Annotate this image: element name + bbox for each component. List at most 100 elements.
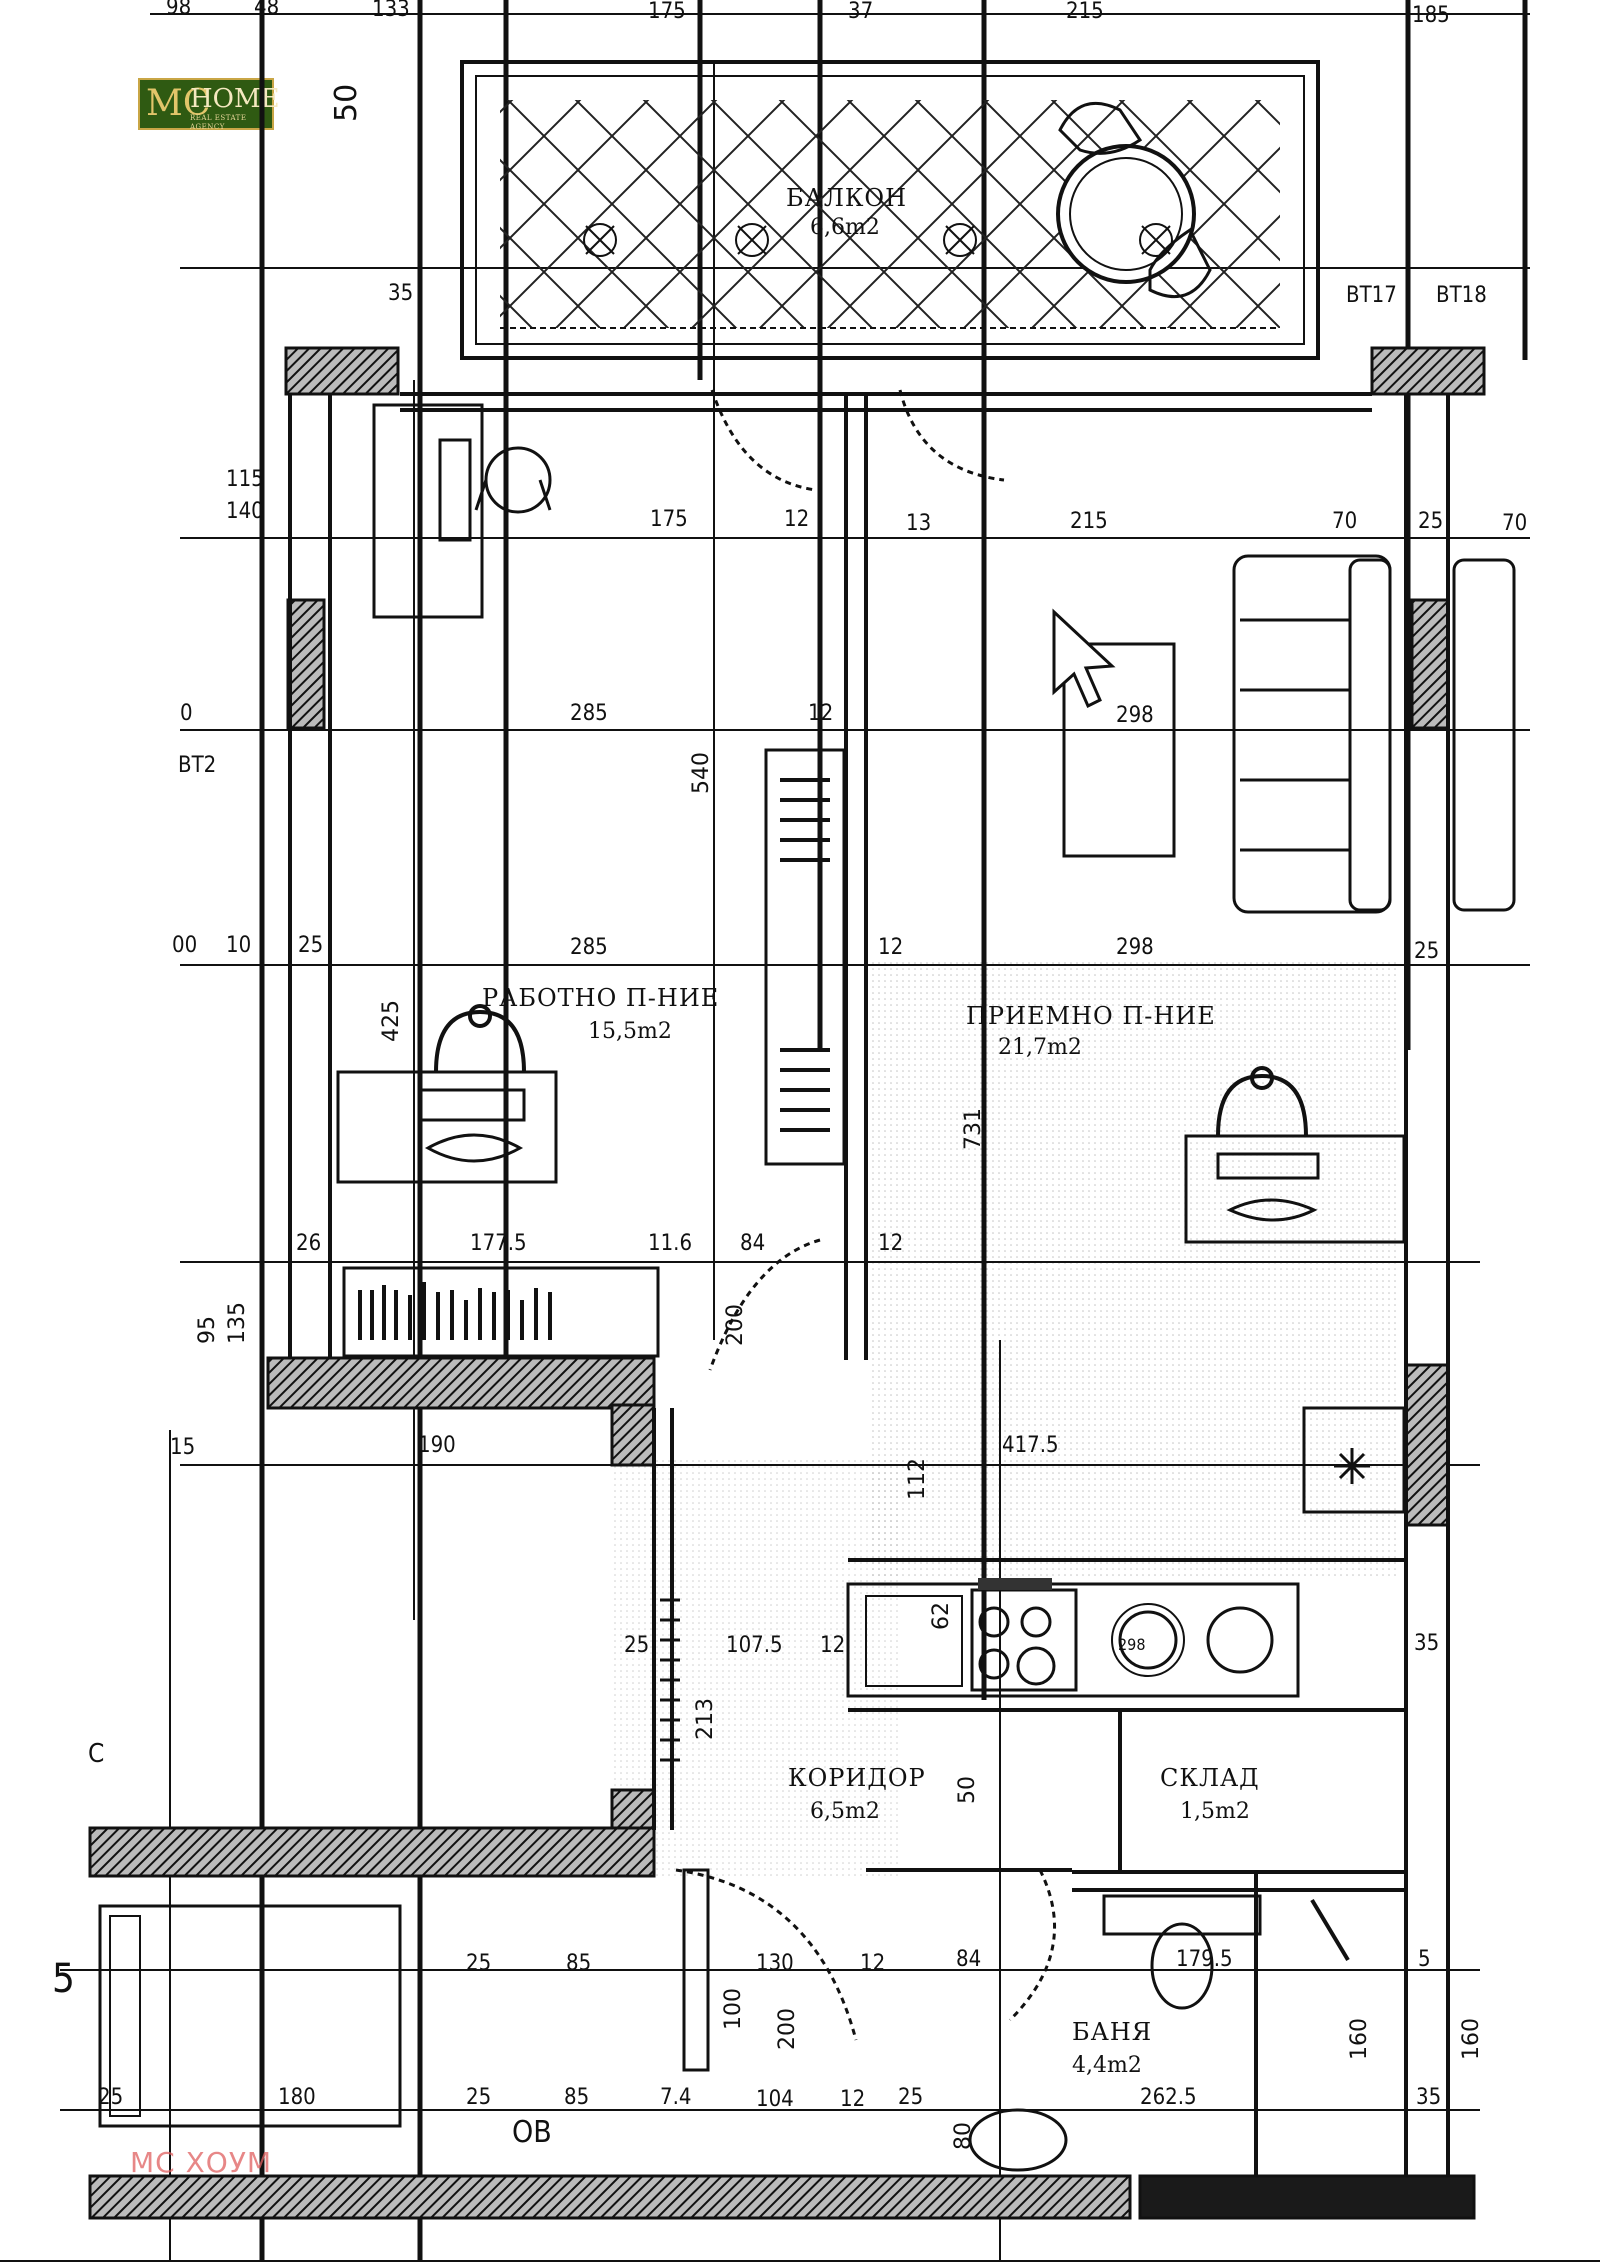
tag-bt18: BT18 <box>1436 283 1487 308</box>
corridor-area: 6,5m2 <box>810 1799 880 1824</box>
dim-v160a: 160 <box>1347 2018 1372 2060</box>
kitchen-counter <box>846 1582 1300 1698</box>
tag-bt2: BT2 <box>178 753 216 778</box>
dim-r7-1795: 179.5 <box>1176 1947 1233 1972</box>
dim-top-37: 37 <box>848 0 873 24</box>
balcony-name: БАЛКОН <box>786 184 907 212</box>
dim-r7-25: 25 <box>466 1951 491 1976</box>
dim-v540: 540 <box>689 752 714 794</box>
wall-living-right-column <box>1404 1363 1450 1527</box>
balcony-chairs <box>1058 101 1212 299</box>
dim-r1-13: 13 <box>906 511 931 536</box>
balcony-table <box>1056 144 1196 284</box>
dim-r3-00: 00 <box>172 933 197 958</box>
washing-machine-rim <box>1111 1603 1185 1677</box>
bath-name: БАНЯ <box>1072 2018 1152 2046</box>
wall-balcony-left-column <box>284 346 400 396</box>
dim-35: 35 <box>388 281 413 306</box>
dim-v425: 425 <box>379 1000 404 1042</box>
sofa <box>1232 554 1392 914</box>
wall-study-bottom <box>266 1356 656 1410</box>
balcony-table-inner <box>1069 157 1183 271</box>
neighbour-sofa <box>1452 558 1516 912</box>
dim-top-98: 98 <box>166 0 191 20</box>
tag-bt17: BT17 <box>1346 283 1397 308</box>
interior-walls <box>288 392 1450 2176</box>
dim-r2-285: 285 <box>570 701 608 726</box>
bath-sink-counter <box>1102 1894 1262 1936</box>
washing-machine <box>1118 1610 1178 1670</box>
wall-balcony-right-column <box>1370 346 1486 396</box>
dining-chair <box>1216 1066 1308 1137</box>
dim-95: 95 <box>195 1316 220 1344</box>
partition-books <box>780 778 830 1132</box>
fridge-mark <box>1334 1448 1370 1484</box>
dim-v160b: 160 <box>1459 2018 1484 2060</box>
dim-r3-285: 285 <box>570 935 608 960</box>
dim-r3-12: 12 <box>878 935 903 960</box>
dim-r6-35: 35 <box>1414 1631 1439 1656</box>
kitchen-cabinet <box>865 1595 963 1687</box>
dim-r7-12: 12 <box>860 1951 885 1976</box>
tag-ov: OB <box>512 2115 552 2150</box>
dim-r1-70a: 70 <box>1332 509 1357 534</box>
dim-r8-35: 35 <box>1416 2085 1441 2110</box>
dining-desk <box>1184 1134 1406 1244</box>
storage-name: СКЛАД <box>1160 1764 1260 1792</box>
dim-r7-85: 85 <box>566 1951 591 1976</box>
dining-chair-seat <box>1226 1198 1318 1222</box>
wall-corridor-column <box>610 1403 656 1467</box>
dim-top-48: 48 <box>254 0 279 20</box>
dim-r6-1075: 107.5 <box>726 1633 783 1658</box>
wall-bottom <box>88 2174 1132 2220</box>
coffee-table <box>1062 642 1176 858</box>
corridor-door-leaf <box>682 1868 710 2072</box>
balcony-drains <box>583 223 1173 257</box>
balcony-outline <box>460 60 1320 360</box>
dim-r5-4175: 417.5 <box>1002 1433 1059 1458</box>
sofa-back <box>1348 558 1392 912</box>
study-books <box>358 1282 552 1340</box>
wall-bottom-right <box>1138 2174 1476 2220</box>
wall-neighbour-top <box>88 1826 656 1878</box>
dim-v50: 50 <box>329 84 364 122</box>
dim-r4-26: 26 <box>296 1231 321 1256</box>
logo-mark: MC <box>146 83 211 124</box>
balcony-area: 6,6m2 <box>810 215 880 240</box>
dim-r8-2625: 262.5 <box>1140 2085 1197 2110</box>
living-area: 21,7m2 <box>998 1035 1082 1060</box>
dim-r8-25b: 25 <box>466 2085 491 2110</box>
dim-r8-25: 25 <box>98 2085 123 2110</box>
dim-v213: 213 <box>693 1698 718 1740</box>
study-name: РАБОТНО П-НИЕ <box>482 984 719 1012</box>
dim-r8-25c: 25 <box>898 2085 923 2110</box>
dim-top-133: 133 <box>372 0 410 22</box>
dim-r1-25: 25 <box>1418 509 1443 534</box>
dim-r1-215: 215 <box>1070 509 1108 534</box>
dim-100: 100 <box>721 1988 746 2030</box>
dim-r4-116: 11.6 <box>648 1231 692 1256</box>
cooktop-burners <box>978 1606 1056 1686</box>
corridor-name: КОРИДОР <box>788 1764 926 1792</box>
dim-r8-74: 7.4 <box>660 2085 691 2110</box>
dim-r2-0: 0 <box>180 701 193 726</box>
study-chair-top <box>474 446 552 514</box>
dim-r6-12: 12 <box>820 1633 845 1658</box>
dim-r4-12: 12 <box>878 1231 903 1256</box>
dim-v50b: 50 <box>955 1776 980 1804</box>
bearing-walls <box>88 346 1486 2220</box>
dim-r7-5: 5 <box>1418 1947 1431 1972</box>
dim-top-185: 185 <box>1412 3 1450 28</box>
tag-c: C <box>88 1739 104 1769</box>
dim-r4-1775: 177.5 <box>470 1231 527 1256</box>
dim-top-215: 215 <box>1066 0 1104 24</box>
coat-hooks <box>660 1598 680 1762</box>
dim-r3-10: 10 <box>226 933 251 958</box>
dim-r2-12: 12 <box>808 701 833 726</box>
dim-15: 15 <box>170 1435 195 1460</box>
fridge <box>1302 1406 1406 1514</box>
storage-area: 1,5m2 <box>1180 1799 1250 1824</box>
dim-200a: 200 <box>723 1304 748 1346</box>
dim-r8-85: 85 <box>564 2085 589 2110</box>
